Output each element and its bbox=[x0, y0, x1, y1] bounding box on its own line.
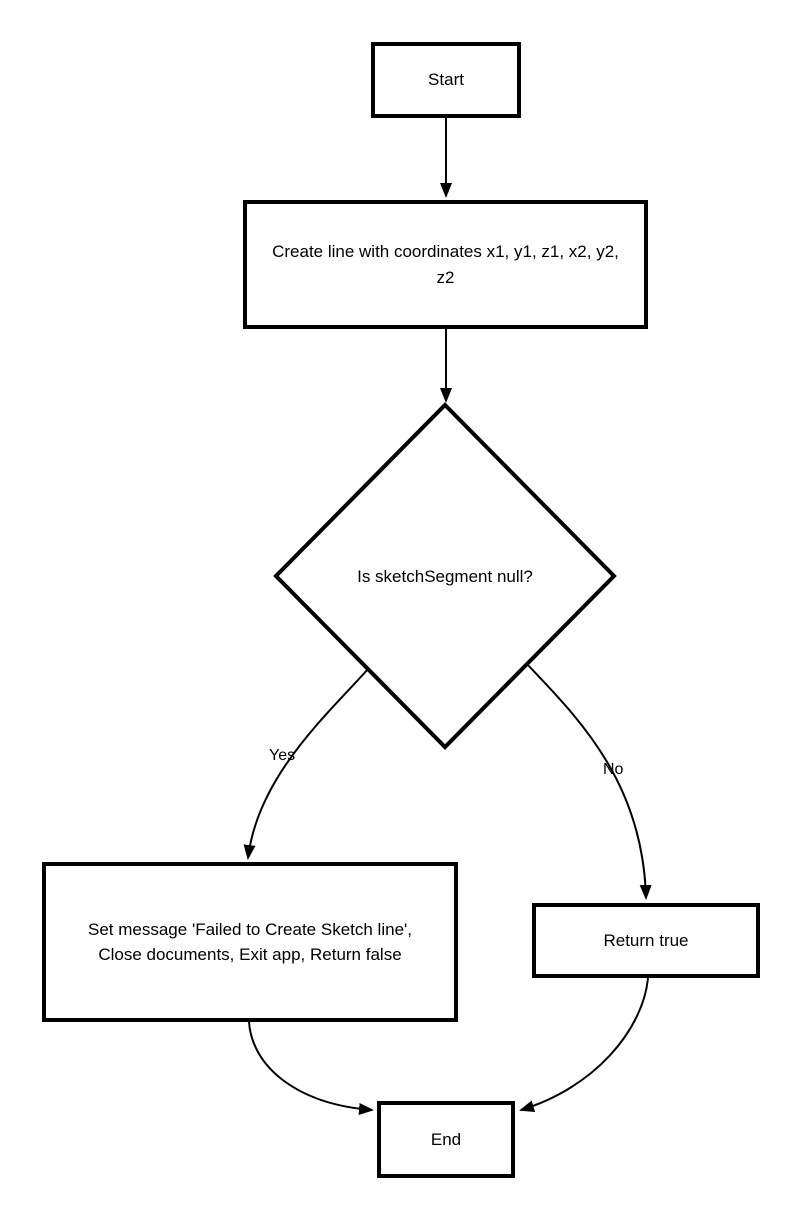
flow-node-return-true-label: Return true bbox=[603, 930, 689, 950]
edge-fail-to-end bbox=[248, 1021, 374, 1115]
flow-node-fail-label-line1: Set message 'Failed to Create Sketch lin… bbox=[88, 919, 412, 939]
edge-label-yes: Yes bbox=[269, 747, 296, 764]
flow-node-end-label: End bbox=[430, 1129, 462, 1149]
edge-label-no: No bbox=[603, 761, 624, 778]
flow-node-fail: Set message 'Failed to Create Sketch lin… bbox=[42, 862, 458, 1022]
flow-node-create-line-label-line2: z2 bbox=[436, 267, 455, 287]
flow-node-start: Start bbox=[371, 42, 521, 118]
flow-node-return-true: Return true bbox=[532, 903, 760, 978]
flow-node-decision-label: Is sketchSegment null? bbox=[357, 567, 533, 586]
flow-node-fail-label-line2: Close documents, Exit app, Return false bbox=[98, 945, 402, 964]
edge-yes-decision-to-fail bbox=[243, 668, 369, 860]
decision-diamond-shape bbox=[273, 402, 617, 750]
flow-node-end: End bbox=[377, 1101, 515, 1178]
flow-node-create-line-label-line1: Create line with coordinates x1, y1, z1,… bbox=[272, 242, 619, 261]
edge-return-true-to-end bbox=[519, 977, 649, 1112]
flow-node-start-label: Start bbox=[428, 70, 464, 90]
edge-no-decision-to-return-true bbox=[526, 663, 652, 900]
flow-node-create-line: Create line with coordinates x1, y1, z1,… bbox=[243, 200, 648, 329]
